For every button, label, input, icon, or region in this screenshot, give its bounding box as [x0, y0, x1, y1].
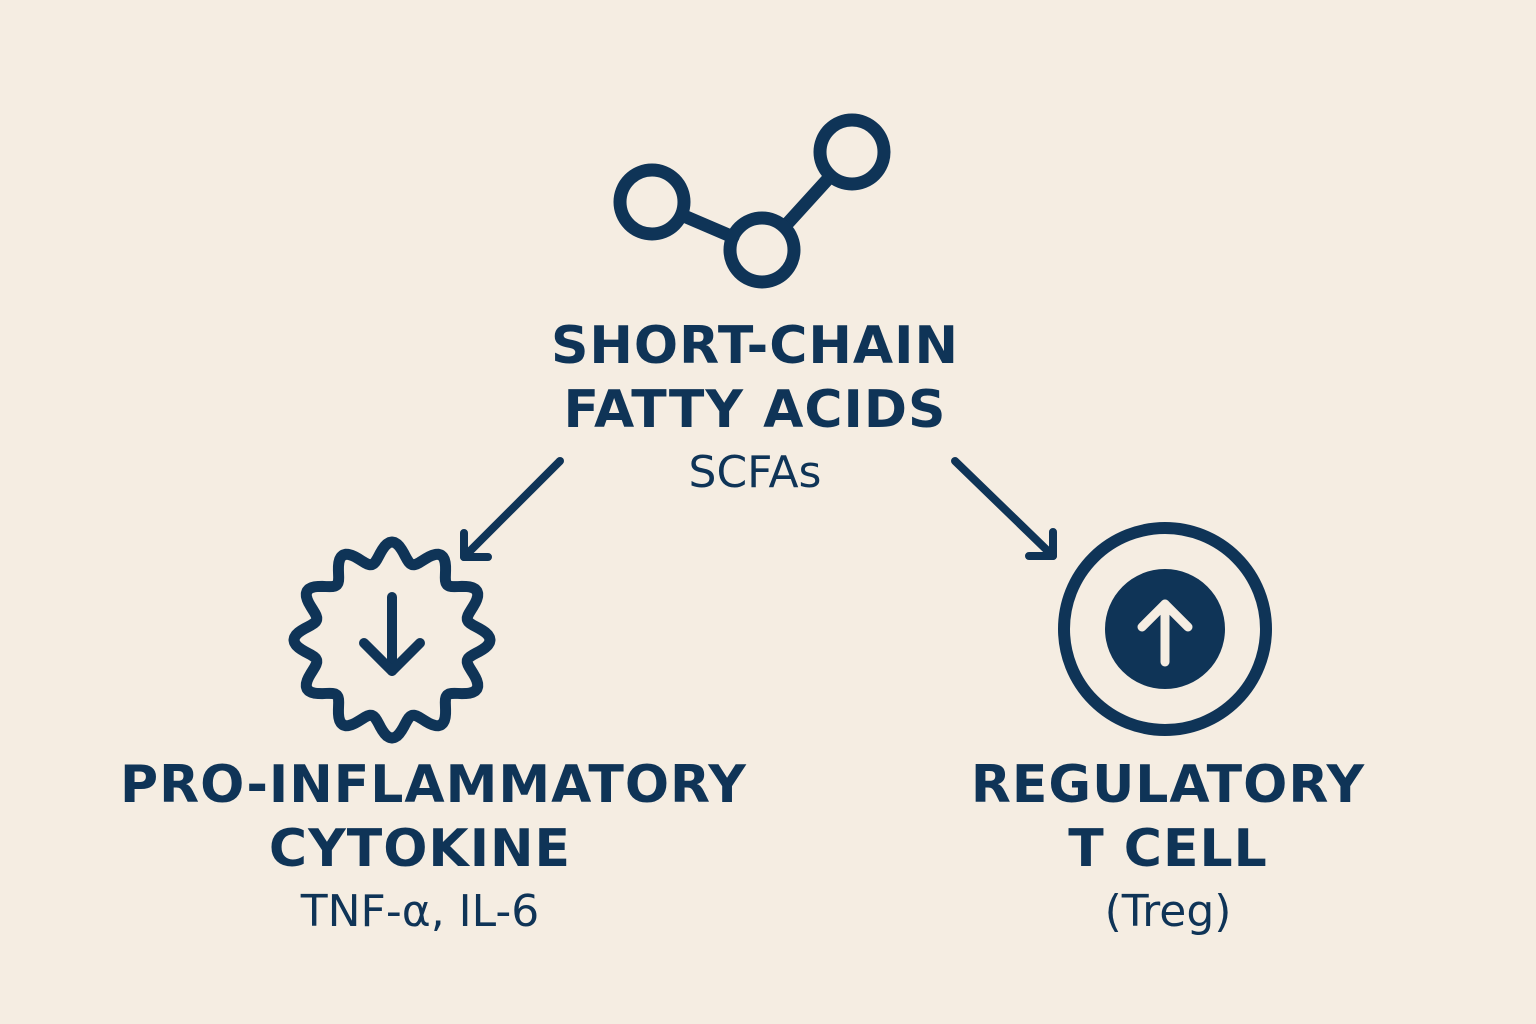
cytokine-cell-down-arrow-icon	[288, 536, 496, 744]
treg-title-line1: REGULATORY	[970, 755, 1366, 815]
molecule-chain-icon	[613, 113, 891, 289]
arrow-to-cytokine	[460, 457, 564, 561]
t-cell-outer-ring	[1058, 522, 1272, 736]
cytokine-title-line2: CYTOKINE	[268, 819, 572, 879]
cytokine-cell-outline	[288, 536, 496, 744]
molecule-atom	[813, 113, 891, 191]
arrow-to-treg	[951, 457, 1057, 560]
molecule-atom	[723, 211, 801, 289]
scfa-title-line2: FATTY ACIDS	[563, 380, 947, 440]
t-cell-up-arrow-icon	[1058, 522, 1272, 736]
treg-label: REGULATORY T CELL (Treg)	[918, 753, 1418, 943]
molecule-atom	[613, 163, 691, 241]
scfa-subtitle: SCFAs	[688, 447, 822, 498]
scfa-label: SHORT-CHAIN FATTY ACIDS SCFAs	[455, 314, 1055, 504]
treg-title-line2: T CELL	[1068, 819, 1268, 879]
treg-subtitle: (Treg)	[1104, 886, 1232, 937]
cytokine-subtitle: TNF-α, IL-6	[300, 886, 540, 937]
scfa-title-line1: SHORT-CHAIN	[550, 316, 960, 376]
up-arrow-icon	[1137, 599, 1193, 667]
cytokine-title-line1: PRO-INFLAMMATORY	[120, 755, 747, 815]
molecule-bond	[780, 173, 834, 231]
down-arrow-icon	[359, 592, 425, 676]
cytokine-label: PRO-INFLAMMATORY CYTOKINE TNF-α, IL-6	[120, 753, 747, 943]
molecule-bond	[677, 209, 740, 244]
